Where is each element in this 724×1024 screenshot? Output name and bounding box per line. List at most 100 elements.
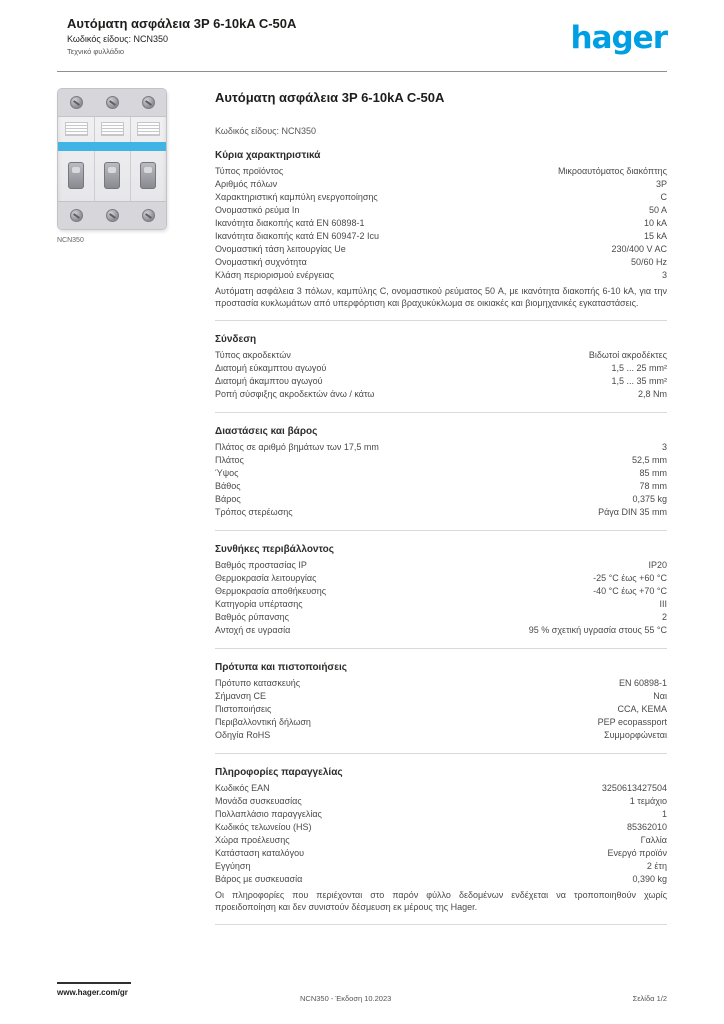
spec-row: Διατομή εύκαμπτου αγωγού 1,5 ... 25 mm²	[215, 362, 667, 375]
spec-label: Τύπος ακροδεκτών	[215, 350, 291, 360]
pole-divider	[93, 117, 95, 201]
spec-row: Θερμοκρασία αποθήκευσης-40 °C έως +70 °C	[215, 585, 667, 598]
screw-icon	[105, 209, 119, 222]
spec-value: 3	[661, 442, 667, 452]
section-heading: Πληροφορίες παραγγελίας	[215, 767, 343, 778]
spec-value: 1,5 ... 25 mm²	[611, 363, 667, 373]
section-divider	[215, 924, 667, 925]
spec-label: Ύψος	[215, 468, 239, 478]
spec-row: Ροπή σύσφιξης ακροδεκτών άνω / κάτω 2,8 N…	[215, 388, 667, 401]
toggle-levers	[58, 162, 166, 189]
spec-value: 85362010	[626, 822, 667, 832]
footer-rule	[57, 982, 131, 984]
hager-logo: hager	[570, 20, 668, 56]
page-header: Αυτόματη ασφάλεια 3P 6-10kA C-50A Κωδικό…	[67, 16, 668, 56]
spec-value: 50 A	[648, 205, 667, 215]
screw-icon	[69, 96, 83, 109]
spec-row: Κωδικός τελωνείου (HS) 85362010	[215, 821, 667, 834]
spec-row: Θερμοκρασία λειτουργίας-25 °C έως +60 °C	[215, 572, 667, 585]
spec-label: Βάθος	[215, 481, 241, 491]
spec-value: Βιδωτοί ακροδέκτες	[588, 350, 667, 360]
spec-value: 2,8 Nm	[637, 389, 667, 399]
spec-value: 78 mm	[639, 481, 667, 491]
footer-page: Σελίδα 1/2	[632, 994, 667, 1003]
section-divider	[215, 530, 667, 531]
spec-label: Πρότυπο κατασκευής	[215, 678, 301, 688]
spec-value: Ναι	[653, 691, 667, 701]
spec-label: Κωδικός EAN	[215, 783, 270, 793]
spec-label: Πλάτος	[215, 455, 244, 465]
spec-label: Κλάση περιορισμού ενέργειας	[215, 270, 334, 280]
spec-label: Πιστοποιήσεις	[215, 704, 272, 714]
screw-icon	[69, 209, 83, 222]
spec-value: III	[659, 599, 667, 609]
photo-caption: NCN350	[57, 237, 84, 244]
spec-row: Βάρος με συσκευασία 0,390 kg	[215, 873, 667, 886]
spec-note: Οι πληροφορίες που περιέχονται στο παρόν…	[215, 890, 667, 912]
section-heading: Συνθήκες περιβάλλοντος	[215, 544, 334, 555]
spec-label: Ροπή σύσφιξης ακροδεκτών άνω / κάτω	[215, 389, 375, 399]
spec-label: Περιβαλλοντική δήλωση	[215, 717, 311, 727]
spec-value: 50/60 Hz	[630, 257, 667, 267]
spec-value: Ενεργό προϊόν	[607, 848, 667, 858]
spec-value: PEP ecopassport	[597, 717, 667, 727]
circuit-breaker-image	[57, 88, 167, 230]
bottom-terminals	[58, 201, 166, 229]
spec-value: 1	[661, 809, 667, 819]
header-subtitle: Κωδικός είδους: NCN350	[67, 34, 168, 44]
spec-value: 85 mm	[639, 468, 667, 478]
spec-label: Θερμοκρασία αποθήκευσης	[215, 586, 327, 596]
top-terminals	[58, 89, 166, 117]
spec-value: 2 έτη	[646, 861, 667, 871]
spec-label: Κωδικός τελωνείου (HS)	[215, 822, 312, 832]
spec-row: Τύπος ακροδεκτών Βιδωτοί ακροδέκτες	[215, 349, 667, 362]
spec-row: Πλάτος 52,5 mm	[215, 454, 667, 467]
spec-value: Μικροαυτόματος διακόπτης	[557, 166, 667, 176]
spec-label: Αντοχή σε υγρασία	[215, 625, 291, 635]
spec-value: -25 °C έως +60 °C	[593, 573, 667, 583]
spec-label: Βαθμός προστασίας IP	[215, 560, 307, 570]
spec-label: Χαρακτηριστική καμπύλη ενεργοποίησης	[215, 192, 378, 202]
blue-band	[58, 142, 166, 151]
spec-label: Πολλαπλάσιο παραγγελίας	[215, 809, 322, 819]
rating-window	[136, 122, 160, 136]
screw-icon	[141, 96, 155, 109]
spec-label: Βαθμός ρύπανσης	[215, 612, 289, 622]
toggle-switch-icon	[104, 162, 120, 189]
spec-label: Κατηγορία υπέρτασης	[215, 599, 303, 609]
spec-value: Γαλλία	[640, 835, 667, 845]
spec-row: Χαρακτηριστική καμπύλη ενεργοποίησης C	[215, 191, 667, 204]
spec-label: Μονάδα συσκευασίας	[215, 796, 302, 806]
spec-label: Διατομή εύκαμπτου αγωγού	[215, 363, 327, 373]
spec-row: Περιβαλλοντική δήλωση PEP ecopassport	[215, 716, 667, 729]
spec-value: Συμμορφώνεται	[604, 730, 667, 740]
spec-label: Κατάσταση καταλόγου	[215, 848, 304, 858]
spec-label: Βάρος με συσκευασία	[215, 874, 303, 884]
spec-label: Αριθμός πόλων	[215, 179, 278, 189]
spec-value: EN 60898-1	[618, 678, 667, 688]
breaker-face	[58, 117, 166, 201]
spec-label: Ονομαστική τάση λειτουργίας Ue	[215, 244, 346, 254]
spec-value: C	[660, 192, 668, 202]
section-divider	[215, 648, 667, 649]
spec-value: 15 kA	[643, 231, 667, 241]
spec-value: 52,5 mm	[631, 455, 667, 465]
product-photo: NCN350	[57, 88, 169, 244]
spec-label: Πλάτος σε αριθμό βημάτων των 17,5 mm	[215, 442, 379, 452]
spec-value: 0,390 kg	[632, 874, 667, 884]
footer-url-link[interactable]: www.hager.com/gr	[57, 988, 128, 997]
